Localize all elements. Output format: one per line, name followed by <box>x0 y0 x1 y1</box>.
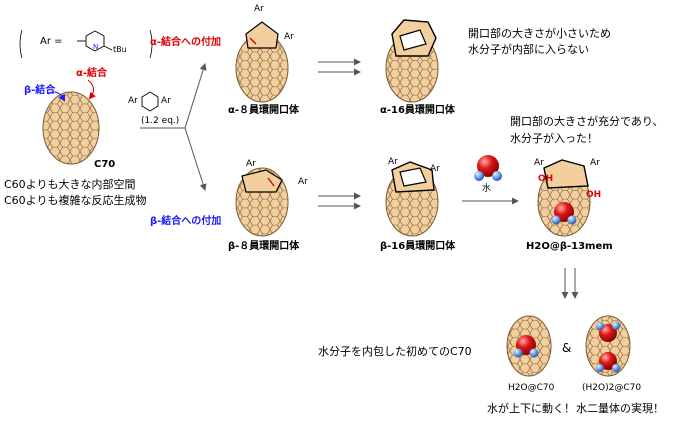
h2o-beta-13mem-cage <box>537 159 591 237</box>
c70-description-2: C60よりも複雑な反応生成物 <box>4 194 147 207</box>
branch-arrow-beta <box>184 127 207 191</box>
final-title: 水分子を内包した初めてのC70 <box>318 345 472 358</box>
alpha-addition-label: α-結合への付加 <box>150 37 222 48</box>
h2o-c70-label: H2O@C70 <box>508 383 555 393</box>
beta-16-ar-right: Ar <box>430 164 440 174</box>
alpha-bond-arrow <box>87 79 96 100</box>
beta-note-2: 水分子が入った！ <box>510 132 598 145</box>
alpha-note-1: 開口部の大きさが小さいため <box>468 27 611 40</box>
h2o-13mem-ar-left: Ar <box>534 158 544 168</box>
beta-bond-label: β-結合 <box>24 85 56 96</box>
alpha-8-label: α-８員環開口体 <box>228 105 300 116</box>
pyridine-structure <box>77 30 113 52</box>
h2o-c70-cage <box>506 315 552 377</box>
oh-right: OH <box>586 190 602 200</box>
alpha-bond-label: α-結合 <box>76 68 108 79</box>
free-water-molecule <box>474 155 502 181</box>
beta-8-ar-right: Ar <box>298 177 308 187</box>
alpha-16-cage <box>385 19 439 103</box>
beta-16-ar-left: Ar <box>388 157 398 167</box>
beta-16-label: β-16員環開口体 <box>380 241 456 252</box>
h2o-dimer-c70-label: (H2O)2@C70 <box>582 383 642 393</box>
legend-bracket-right <box>149 29 153 59</box>
beta-addition-label: β-結合への付加 <box>150 216 222 227</box>
beta-16-cage <box>385 161 439 237</box>
dimer-note: 水二量体の実現！ <box>576 402 664 415</box>
beta-bond-arrow <box>47 91 65 102</box>
h2o-13mem-ar-right: Ar <box>590 158 600 168</box>
beta-8-cage <box>235 167 289 237</box>
reagent-equivalents: (1.2 eq.) <box>141 116 180 126</box>
c70-description-1: C60よりも大きな内部空間 <box>4 178 136 191</box>
ampersand: & <box>562 341 572 355</box>
oh-left: OH <box>538 174 554 184</box>
tbu-label: tBu <box>113 45 127 54</box>
branch-arrow-alpha <box>184 63 207 129</box>
ar-legend-prefix: Ar = <box>40 36 63 47</box>
alpha-8-ar-top: Ar <box>254 4 264 14</box>
beta-8-ar-top: Ar <box>246 159 256 169</box>
svg-text:N: N <box>93 43 98 51</box>
legend-bracket-left <box>19 29 23 59</box>
reagent-structure <box>141 91 159 112</box>
alpha-8-ar-right: Ar <box>284 32 294 42</box>
c70-label: C70 <box>94 159 116 170</box>
beta-note-1: 開口部の大きさが充分であり、 <box>510 115 664 128</box>
single-note: 水が上下に動く！ <box>487 402 575 415</box>
h2o-13mem-label: H2O@β-13mem <box>526 241 613 252</box>
reagent-ar-right: Ar <box>161 96 171 106</box>
alpha-8-cage <box>235 21 289 103</box>
water-label: 水 <box>482 184 492 194</box>
alpha-16-label: α-16員環開口体 <box>380 105 455 116</box>
h2o-dimer-c70-cage <box>585 315 631 377</box>
beta-8-label: β-８員環開口体 <box>228 241 300 252</box>
c70-cage <box>42 91 100 165</box>
alpha-note-2: 水分子が内部に入らない <box>468 43 589 56</box>
reagent-ar-left: Ar <box>128 96 138 106</box>
